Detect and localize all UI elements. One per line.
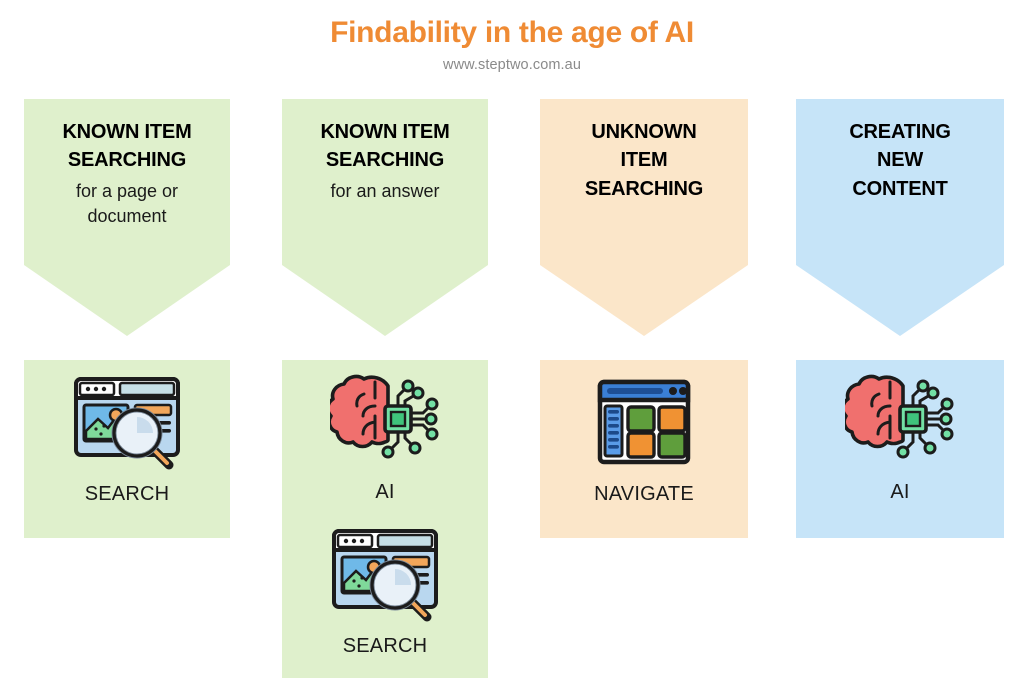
arrow-known-item-searching-answer: KNOWN ITEM SEARCHING for an answer	[282, 99, 488, 336]
icon-block-search: SEARCH	[282, 502, 488, 656]
ai-brain-chip-icon	[330, 374, 439, 459]
arrow-text-block: CREATING NEW CONTENT	[796, 99, 1004, 203]
panel-search: SEARCH	[24, 360, 230, 538]
arrow-unknown-item-searching: UNKNOWN ITEM SEARCHING	[540, 99, 748, 336]
icon-label-ai: AI	[890, 481, 910, 503]
arrow-known-item-searching-page: KNOWN ITEM SEARCHING for a page or docum…	[24, 99, 230, 336]
column-known-item-searching-page: KNOWN ITEM SEARCHING for a page or docum…	[24, 0, 230, 692]
icon-label-search: SEARCH	[84, 483, 170, 505]
panel-ai-and-search: AI	[282, 360, 488, 678]
icon-block-ai: AI	[282, 360, 488, 502]
icon-block-ai: AI	[796, 360, 1004, 502]
arrow-title-line2: SEARCHING	[67, 149, 187, 172]
arrow-title-line3: SEARCHING	[584, 177, 704, 200]
arrow-shape	[282, 99, 488, 336]
column-creating-new-content: CREATING NEW CONTENT	[796, 0, 1004, 692]
arrow-title-line1: UNKNOWN	[591, 121, 697, 143]
arrow-text-block: KNOWN ITEM SEARCHING for an answer	[282, 99, 488, 204]
ai-brain-chip-icon	[845, 374, 954, 459]
column-known-item-searching-answer: KNOWN ITEM SEARCHING for an answer	[282, 0, 488, 692]
icon-label-navigate: NAVIGATE	[594, 483, 694, 505]
arrow-text-block: UNKNOWN ITEM SEARCHING	[540, 99, 748, 203]
arrow-title-line3: CONTENT	[852, 177, 948, 200]
arrow-title-line2: SEARCHING	[325, 149, 445, 172]
arrow-shape	[796, 99, 1004, 336]
icon-block-search: SEARCH	[24, 360, 230, 504]
arrow-title-line2: ITEM	[620, 149, 668, 172]
arrow-title-line1: KNOWN ITEM	[320, 121, 450, 143]
panel-navigate: NAVIGATE	[540, 360, 748, 538]
column-unknown-item-searching: UNKNOWN ITEM SEARCHING	[540, 0, 748, 692]
icon-block-navigate: NAVIGATE	[540, 360, 748, 504]
navigate-icon	[597, 379, 691, 465]
icon-label-ai: AI	[375, 481, 395, 503]
arrow-shape	[540, 99, 748, 336]
arrow-title-line1: CREATING	[849, 121, 951, 143]
arrow-subtitle-line1: for an answer	[330, 180, 440, 201]
arrow-text-block: KNOWN ITEM SEARCHING for a page or docum…	[24, 99, 230, 230]
search-icon	[332, 529, 438, 622]
arrow-subtitle-line2: document	[87, 206, 167, 227]
arrow-creating-new-content: CREATING NEW CONTENT	[796, 99, 1004, 336]
icon-label-search: SEARCH	[342, 635, 428, 657]
arrow-title-line1: KNOWN ITEM	[62, 121, 192, 143]
arrow-subtitle-line1: for a page or	[75, 180, 179, 201]
site-url: www.steptwo.com.au	[443, 57, 581, 73]
search-icon	[74, 377, 180, 470]
panel-ai: AI	[796, 360, 1004, 538]
arrow-title-line2: NEW	[876, 149, 924, 172]
arrow-shape	[24, 99, 230, 336]
header: Findability in the age of AI www.steptwo…	[0, 0, 1024, 73]
page-title: Findability in the age of AI	[330, 16, 694, 49]
